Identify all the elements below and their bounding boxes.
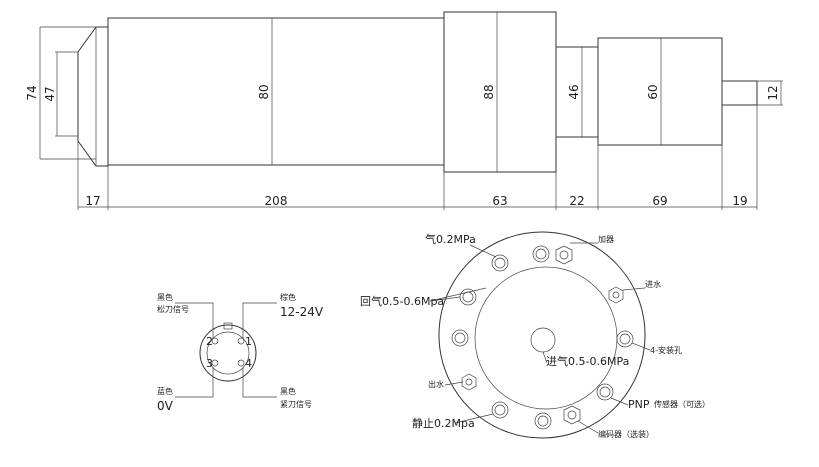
label-air: 气0.2MPa	[425, 232, 476, 246]
wire-top-left-color: 黑色	[157, 292, 173, 302]
dim-63-label: 63	[492, 194, 507, 208]
label-pnp: PNP	[628, 398, 650, 411]
port-pnp	[596, 383, 614, 401]
side-view: 74 47 80 88 46 60	[25, 11, 783, 210]
connector-inner-ring	[206, 331, 250, 375]
label-encoder: 编码器（选装）	[598, 429, 654, 439]
label-seal-air: 静止0.2Mpa	[412, 416, 475, 430]
mount-hole-left	[451, 329, 469, 347]
fitting-top-right	[555, 245, 573, 265]
wire-bottom-right-color: 黑色	[280, 386, 296, 396]
dim-69-label: 69	[652, 194, 667, 208]
port-return-air	[459, 288, 477, 306]
dim-neck: 46	[567, 47, 583, 137]
dim-60-label: 60	[646, 84, 660, 99]
label-pnp-note: 传感器（可选）	[654, 399, 710, 409]
label-return-air: 回气0.5-0.6Mpa	[360, 294, 444, 308]
ports	[451, 245, 634, 430]
fitting-water-out	[461, 373, 477, 391]
dim-208-label: 208	[265, 194, 288, 208]
dim-47-label: 47	[43, 86, 57, 101]
label-inlet-air: 进气0.5-0.6MPa	[546, 354, 629, 368]
dim-flange-outer: 74	[25, 26, 96, 160]
mount-hole-top	[532, 245, 550, 263]
dim-bearing: 88	[482, 12, 498, 172]
dim-46-label: 46	[567, 84, 581, 99]
mount-hole-bottom	[534, 412, 552, 430]
dim-17-label: 17	[85, 194, 100, 208]
end-view: 气0.2MPa 加器 回气0.5-0.6Mpa 进水 4-安装孔 进气0.5-0…	[360, 231, 710, 439]
dim-body: 80	[257, 18, 273, 165]
fitting-water-in	[608, 286, 624, 304]
label-water-in: 进水	[645, 279, 661, 289]
fitting-encoder	[563, 405, 581, 425]
label-top-right: 加器	[598, 234, 614, 244]
connector-pinout: 2 1 3 4 黑色 松刀信号 棕色 12-24V 蓝色 0V 黑色 紧刀信号	[157, 292, 324, 413]
wire-bottom-left-value: 0V	[157, 399, 174, 413]
end-view-leaders	[429, 242, 651, 434]
wire-top-right-value: 12-24V	[280, 305, 324, 319]
pin-2	[211, 337, 219, 345]
end-plate-outer	[438, 231, 646, 439]
pin-3-label: 3	[206, 357, 213, 370]
dim-19-label: 19	[732, 194, 747, 208]
dim-22-label: 22	[569, 194, 584, 208]
dim-shaft: 12	[757, 80, 783, 106]
dim-80-label: 80	[257, 84, 271, 99]
label-outlet-water: 出水	[428, 379, 444, 389]
label-mount-holes: 4-安装孔	[650, 345, 682, 355]
end-plate-inner	[474, 266, 618, 410]
wire-bottom-left-color: 蓝色	[157, 386, 173, 396]
dim-88-label: 88	[482, 84, 496, 99]
bearing-housing	[443, 11, 557, 173]
wire-top-right-color: 棕色	[280, 292, 296, 302]
dim-flange-inner: 47	[43, 51, 78, 137]
center-bore	[530, 327, 556, 353]
pin-2-label: 2	[206, 335, 213, 348]
pin-3	[211, 359, 219, 367]
dim-gear-head: 60	[646, 38, 662, 145]
mount-hole-right	[616, 330, 634, 348]
motor-body	[107, 17, 445, 166]
pin-4-label: 4	[245, 357, 252, 370]
pin-1	[237, 337, 245, 345]
front-flange	[77, 26, 109, 167]
pin-4	[237, 359, 245, 367]
wire-bottom-right-signal: 紧刀信号	[280, 399, 312, 409]
port-air	[491, 254, 509, 272]
pin-1-label: 1	[245, 335, 252, 348]
dim-12-label: 12	[766, 85, 780, 100]
dim-74-label: 74	[25, 85, 39, 100]
gear-head	[597, 37, 723, 146]
wire-top-left-signal: 松刀信号	[157, 304, 189, 314]
port-seal-air	[491, 401, 509, 419]
dim-chain: 17 208 63 22 69 19	[77, 105, 758, 210]
connector-outer-ring	[199, 324, 257, 382]
connector-key	[223, 322, 233, 330]
output-shaft	[721, 80, 758, 106]
